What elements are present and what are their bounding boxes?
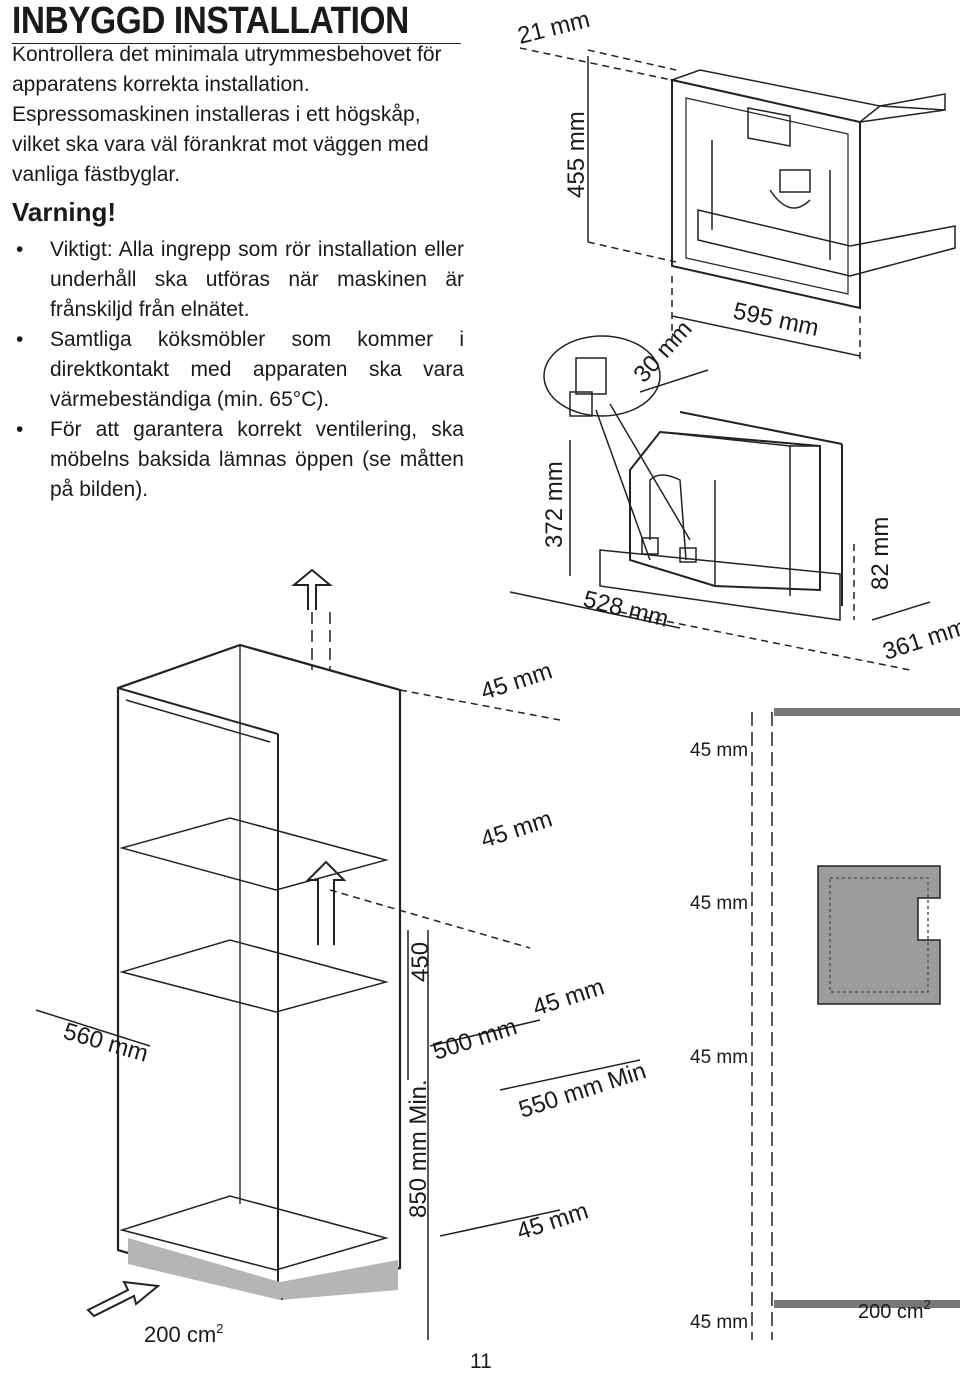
warning-bullet-1: •Viktigt: Alla ingrepp som rör installat… <box>12 235 464 325</box>
cabinet-socket-drawing <box>509 335 931 671</box>
dim-560mm: 560 mm <box>60 1018 151 1068</box>
intro-paragraph-1: Kontrollera det minimala utrymmesbehovet… <box>12 43 442 96</box>
dim-850mm-min: 850 mm Min. <box>405 1079 432 1218</box>
dim-45mm-right-3: 45 mm <box>690 1047 748 1068</box>
warning-bullet-2: •Samtliga köksmöbler som kommer i direkt… <box>12 325 464 415</box>
warning-heading: Varning! <box>12 197 117 227</box>
dim-45mm-mid: 45 mm <box>478 805 556 853</box>
bullet-icon: • <box>16 238 24 261</box>
bullet-icon: • <box>16 328 24 351</box>
dim-45mm-upper: 45 mm <box>478 657 556 705</box>
warning-bullet-3: •För att garantera korrekt ventilering, … <box>12 415 464 505</box>
machine-front-drawing <box>519 47 956 360</box>
dim-455mm: 455 mm <box>563 111 590 198</box>
vent-area-left: 200 cm2 <box>144 1321 223 1347</box>
intro-text: Kontrollera det minimala utrymmesbehovet… <box>12 40 462 190</box>
dim-45mm-right-1: 45 mm <box>690 740 748 761</box>
dim-528mm: 528 mm <box>581 586 672 633</box>
dim-45mm-lower: 45 mm <box>530 973 608 1021</box>
intro-paragraph-2: Espressomaskinen installeras i ett högsk… <box>12 103 429 186</box>
vent-area-right: 200 cm2 <box>858 1297 931 1323</box>
dim-500mm: 500 mm <box>430 1013 521 1065</box>
warning-list: •Viktigt: Alla ingrepp som rör installat… <box>12 235 464 505</box>
dim-372mm: 372 mm <box>541 461 568 548</box>
dim-45mm-right-4: 45 mm <box>690 1312 748 1333</box>
page-title: INBYGGD INSTALLATION <box>12 0 461 44</box>
dim-45mm-bottom: 45 mm <box>514 1197 592 1245</box>
dim-82mm: 82 mm <box>867 517 894 590</box>
wall-section-drawing <box>751 708 960 1340</box>
dim-595mm: 595 mm <box>731 297 821 341</box>
tall-cabinet-drawing <box>35 568 641 1340</box>
dim-550mm-min: 550 mm Min <box>516 1057 650 1123</box>
dim-361mm: 361 mm <box>880 613 960 665</box>
dim-450: 450 <box>407 942 434 982</box>
bullet-icon: • <box>16 418 24 441</box>
dim-21mm: 21 mm <box>515 6 593 50</box>
page-number: 11 <box>470 1350 492 1373</box>
dim-45mm-right-2: 45 mm <box>690 893 748 914</box>
